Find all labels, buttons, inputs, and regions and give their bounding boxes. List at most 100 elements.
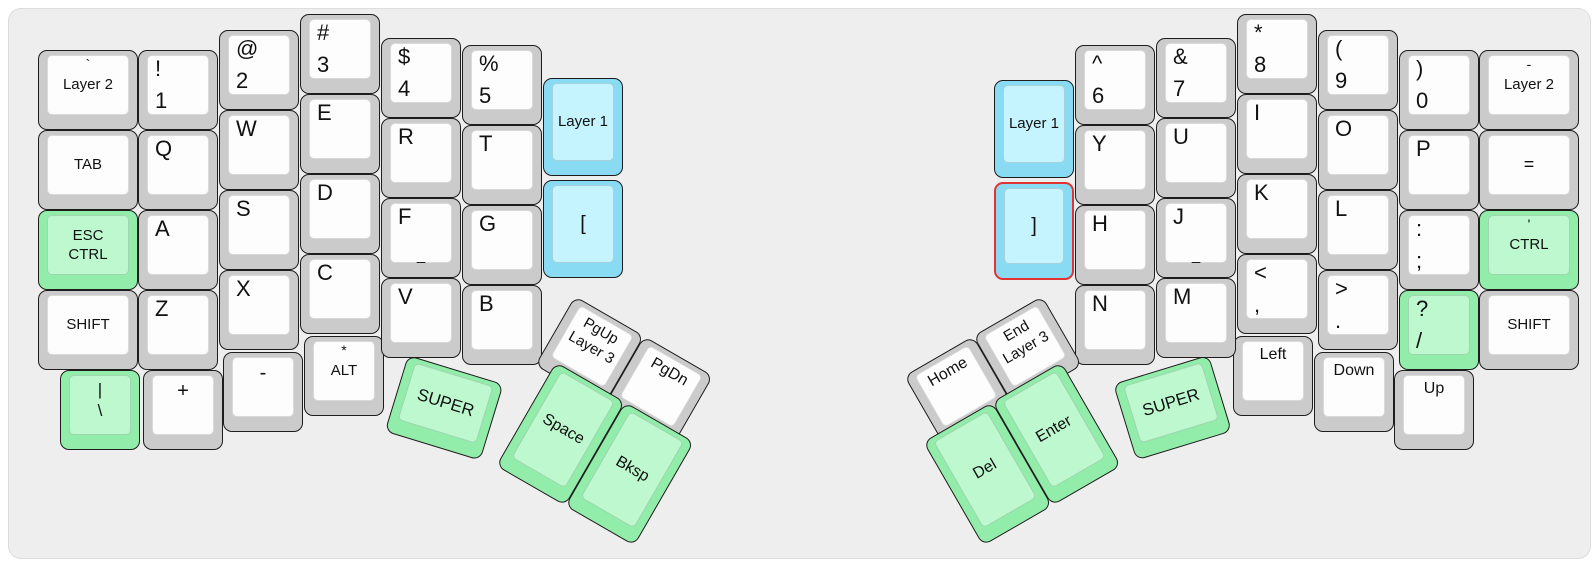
key-e[interactable]: E xyxy=(300,94,380,174)
key-label: ) xyxy=(1416,56,1424,81)
key-s[interactable]: S xyxy=(219,190,299,270)
key-label: ? xyxy=(1416,296,1429,321)
key-layer1-left[interactable]: Layer 1 xyxy=(543,78,623,176)
key-label: A xyxy=(155,216,170,241)
key-7[interactable]: &7 xyxy=(1156,38,1236,118)
keycap-top: F_ xyxy=(390,203,452,264)
keycap-top: #3 xyxy=(309,19,371,79)
keycap-top: 'CTRL xyxy=(1488,215,1570,275)
keycap-top: J_ xyxy=(1165,203,1227,264)
key-grave-layer2[interactable]: `Layer 2 xyxy=(38,50,138,130)
key-label: I xyxy=(1254,100,1261,125)
key-label: < xyxy=(1254,260,1267,285)
key-label: $ xyxy=(398,44,411,69)
key-label: O xyxy=(1335,116,1353,141)
key-o[interactable]: O xyxy=(1318,110,1398,190)
key-lbracket[interactable]: [ xyxy=(543,180,623,278)
key-layer1-right[interactable]: Layer 1 xyxy=(994,80,1074,178)
key-shift-left[interactable]: SHIFT xyxy=(38,290,138,370)
key-9[interactable]: (9 xyxy=(1318,30,1398,110)
key-semicolon[interactable]: :; xyxy=(1399,210,1479,290)
key-u[interactable]: U xyxy=(1156,118,1236,198)
key-f[interactable]: F_ xyxy=(381,198,461,278)
key-slash[interactable]: ?/ xyxy=(1399,290,1479,370)
key-label: S xyxy=(236,196,251,221)
key-q[interactable]: Q xyxy=(138,130,218,210)
key-4[interactable]: $4 xyxy=(381,38,461,118)
keycap-top: Down xyxy=(1323,357,1385,417)
key-down[interactable]: Down xyxy=(1314,352,1394,432)
key-dash-layer2[interactable]: -Layer 2 xyxy=(1479,50,1579,130)
key-rbracket[interactable]: ] xyxy=(994,182,1074,280)
key-6[interactable]: ^6 xyxy=(1075,45,1155,125)
key-label: > xyxy=(1335,276,1348,301)
key-label: ! xyxy=(155,56,162,81)
key-i[interactable]: I xyxy=(1237,94,1317,174)
key-label: , xyxy=(1254,291,1261,317)
key-label: ( xyxy=(1335,36,1343,61)
keycap-top: Left xyxy=(1242,341,1304,401)
keycap-top: ESC CTRL xyxy=(47,215,129,275)
key-k[interactable]: K xyxy=(1237,174,1317,254)
key-c[interactable]: C xyxy=(300,254,380,334)
key-period[interactable]: >. xyxy=(1318,270,1398,350)
key-8[interactable]: *8 xyxy=(1237,14,1317,94)
key-m[interactable]: M xyxy=(1156,278,1236,358)
keycap-top: *8 xyxy=(1246,19,1308,79)
key-left[interactable]: Left xyxy=(1233,336,1313,416)
key-quote-ctrl[interactable]: 'CTRL xyxy=(1479,210,1579,290)
key-label: 5 xyxy=(479,82,492,108)
keycap-top: B xyxy=(471,290,533,350)
key-l[interactable]: L xyxy=(1318,190,1398,270)
key-label: @ xyxy=(236,36,259,61)
key-pipe-backslash[interactable]: | \ xyxy=(60,370,140,450)
key-label: R xyxy=(398,124,414,149)
key-label: Layer 1 xyxy=(557,113,609,131)
key-b[interactable]: B xyxy=(462,285,542,365)
key-label: = xyxy=(1523,154,1535,175)
key-a[interactable]: A xyxy=(138,210,218,290)
key-2[interactable]: @2 xyxy=(219,30,299,110)
key-d[interactable]: D xyxy=(300,174,380,254)
key-n[interactable]: N xyxy=(1075,285,1155,365)
key-label: B xyxy=(479,291,494,316)
key-0[interactable]: )0 xyxy=(1399,50,1479,130)
key-z[interactable]: Z xyxy=(138,290,218,370)
key-label: ` xyxy=(85,56,91,72)
key-esc-ctrl[interactable]: ESC CTRL xyxy=(38,210,138,290)
key-label: SHIFT xyxy=(66,316,110,334)
key-label: 6 xyxy=(1092,82,1105,108)
keycap-top: *ALT xyxy=(313,341,375,401)
key-v[interactable]: V xyxy=(381,278,461,358)
key-5[interactable]: %5 xyxy=(462,45,542,125)
key-w[interactable]: W xyxy=(219,110,299,190)
key-alt[interactable]: *ALT xyxy=(304,336,384,416)
key-1[interactable]: !1 xyxy=(138,50,218,130)
key-minus[interactable]: - xyxy=(223,352,303,432)
keycap-top: K xyxy=(1246,179,1308,239)
key-label: % xyxy=(479,51,499,76)
key-y[interactable]: Y xyxy=(1075,125,1155,205)
key-3[interactable]: #3 xyxy=(300,14,380,94)
key-x[interactable]: X xyxy=(219,270,299,350)
key-j[interactable]: J_ xyxy=(1156,198,1236,278)
key-r[interactable]: R xyxy=(381,118,461,198)
key-label: H xyxy=(1092,211,1108,236)
key-label: 0 xyxy=(1416,87,1429,113)
key-up[interactable]: Up xyxy=(1394,370,1474,450)
key-tab[interactable]: TAB xyxy=(38,130,138,210)
keycap-top: W xyxy=(228,115,290,175)
key-label: SUPER xyxy=(1140,384,1202,420)
key-plus[interactable]: + xyxy=(143,370,223,450)
key-h[interactable]: H xyxy=(1075,205,1155,285)
key-shift-right[interactable]: SHIFT xyxy=(1479,290,1579,370)
key-comma[interactable]: <, xyxy=(1237,254,1317,334)
key-t[interactable]: T xyxy=(462,125,542,205)
keycap-top: Z xyxy=(147,295,209,355)
key-equals[interactable]: = xyxy=(1479,130,1579,210)
key-label: E xyxy=(317,100,332,125)
key-label: ] xyxy=(1031,215,1037,237)
key-g[interactable]: G xyxy=(462,205,542,285)
key-label: F xyxy=(398,204,412,229)
key-p[interactable]: P xyxy=(1399,130,1479,210)
